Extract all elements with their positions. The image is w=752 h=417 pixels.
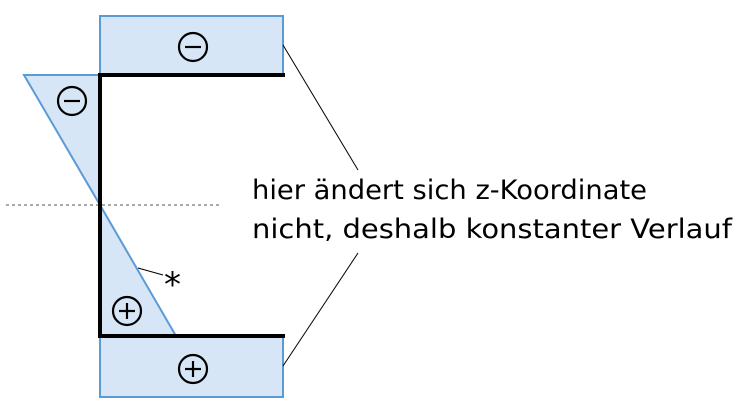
annotation-line-1: hier ändert sich z-Koordinate <box>252 175 647 206</box>
asterisk-marker: * <box>164 265 181 305</box>
c-profile-section <box>98 73 285 338</box>
top-flange-stress-block <box>99 15 284 76</box>
plus-sign-icon <box>111 295 143 327</box>
bottom-flange-stress-block <box>99 335 284 398</box>
asterisk-leader-line <box>137 267 164 276</box>
minus-sign-icon <box>56 85 88 117</box>
annotation-line-2: nicht, deshalb konstanter Verlauf <box>252 214 734 245</box>
minus-sign-icon <box>177 31 209 63</box>
plus-sign-icon <box>177 353 209 385</box>
leader-line-top <box>282 44 359 171</box>
leader-line-bottom <box>282 252 359 367</box>
web-upper-stress-triangle <box>22 74 101 209</box>
